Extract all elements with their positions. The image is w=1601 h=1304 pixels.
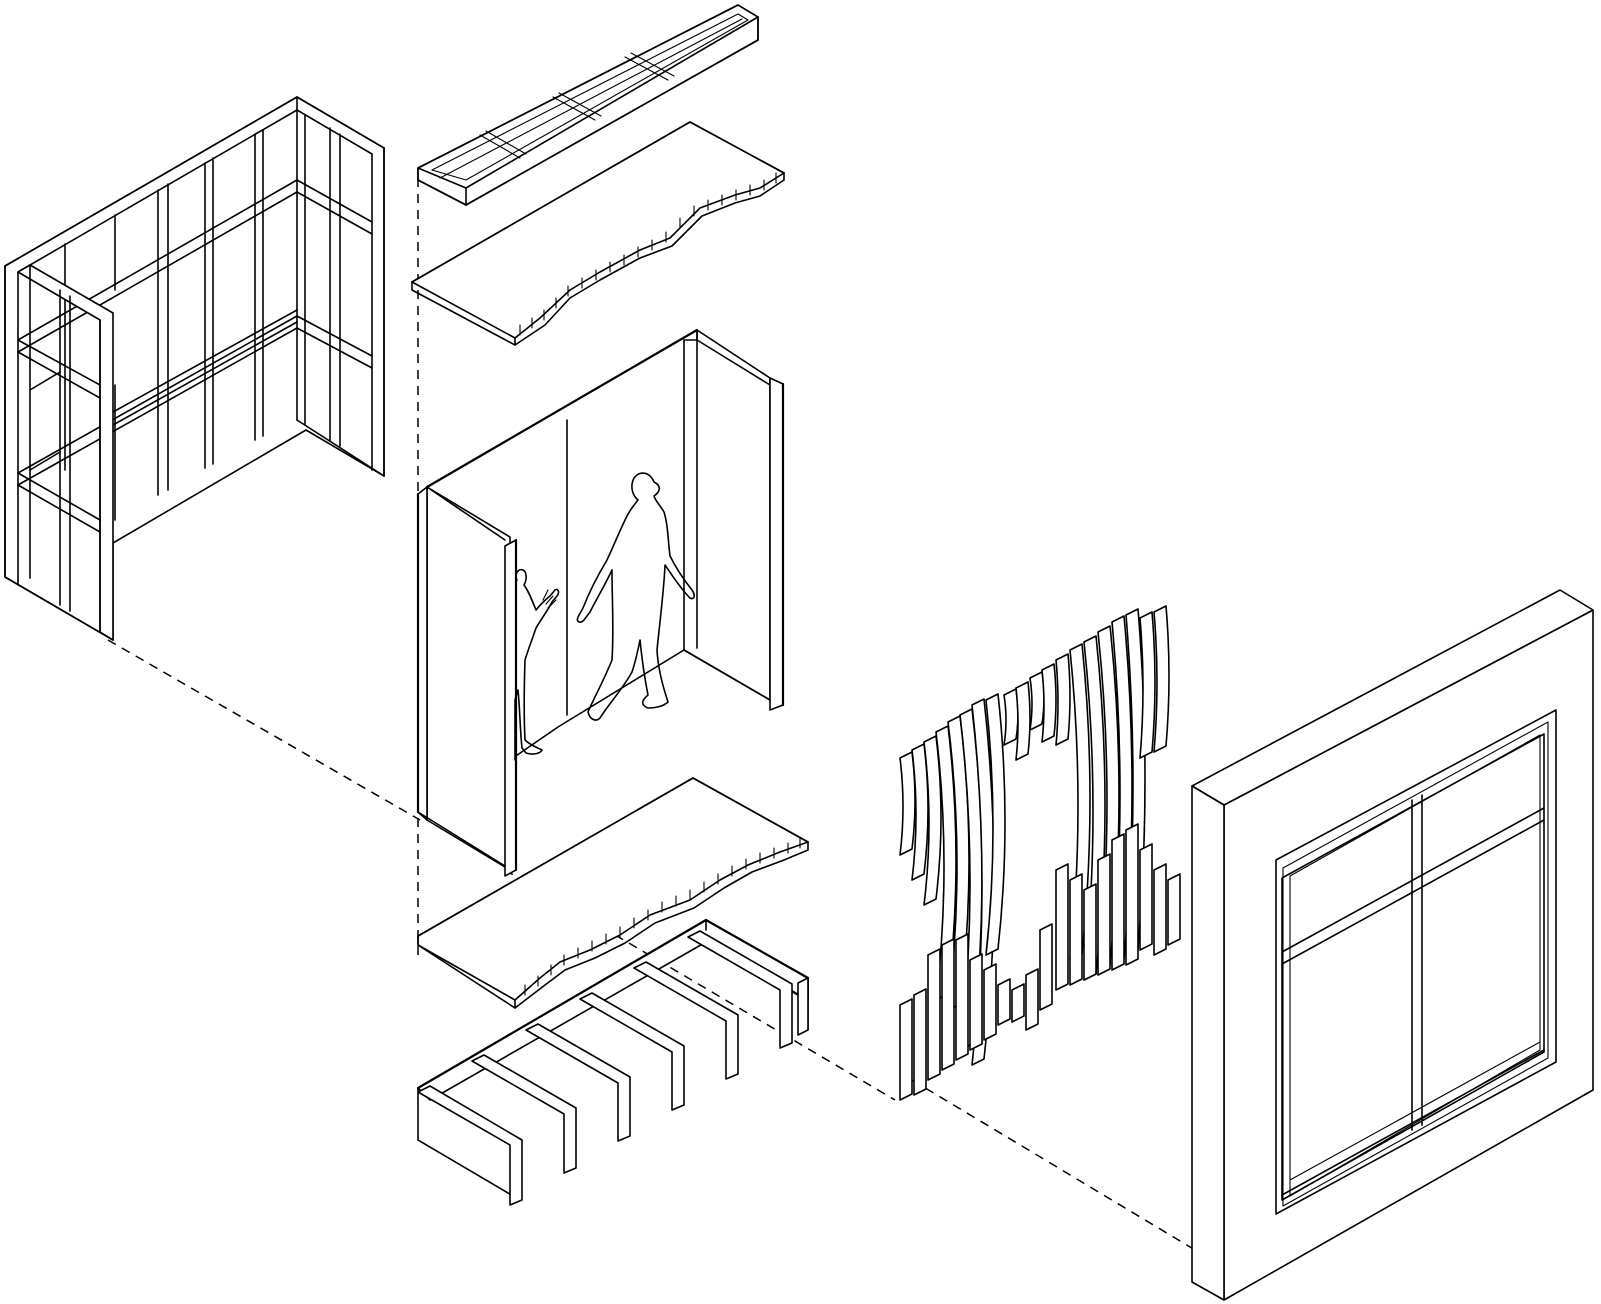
fin-panel [1055, 863, 1069, 991]
fin-panel [1097, 853, 1111, 976]
dashed-line-fins-to-window [911, 1079, 1226, 1269]
fin-panel [955, 933, 969, 1061]
fin-panel [1139, 843, 1153, 951]
fin-panel [1029, 671, 1045, 731]
box-dividers-icon [416, 918, 810, 1206]
wavy-edge-panel-icon [417, 777, 809, 1009]
fin-panel [1111, 833, 1125, 971]
fin-panel [899, 751, 916, 856]
fin-panel [1153, 605, 1170, 753]
vertical-fins-icon [899, 605, 1181, 1101]
fin-panel [969, 953, 983, 1051]
dashed-line-enclosure-to-fins [504, 869, 896, 1101]
grid-tray-icon [417, 4, 759, 206]
fin-panel [1015, 681, 1031, 761]
l-shaped-shelf-frame-icon [4, 96, 385, 641]
fin-panel [913, 988, 927, 1096]
fin-panel [1003, 688, 1019, 746]
fin-panel [1069, 873, 1083, 986]
doorway-enclosure-icon [416, 328, 785, 877]
fin-panel [1153, 863, 1167, 956]
fin-panel [1167, 873, 1181, 946]
fin-panel [1039, 923, 1053, 1011]
window-icon [1191, 589, 1594, 1301]
fin-panel [899, 998, 913, 1101]
wavy-edge-panel-icon [411, 121, 785, 346]
fin-panel [997, 978, 1011, 1026]
fin-panel [1041, 663, 1057, 743]
person-silhouette-icon [514, 472, 695, 761]
fin-panel [983, 963, 997, 1041]
fin-panel [1125, 823, 1139, 966]
dashed-line-frame-to-enclosure [107, 639, 421, 821]
fin-panel [1025, 968, 1039, 1031]
fin-panel [985, 693, 1006, 956]
fin-panel [941, 938, 955, 1071]
fin-panel [1011, 983, 1025, 1023]
fin-panel [927, 948, 941, 1081]
fin-panel [1083, 883, 1097, 981]
fin-panel [1055, 653, 1071, 746]
fin-panel [1139, 611, 1156, 759]
